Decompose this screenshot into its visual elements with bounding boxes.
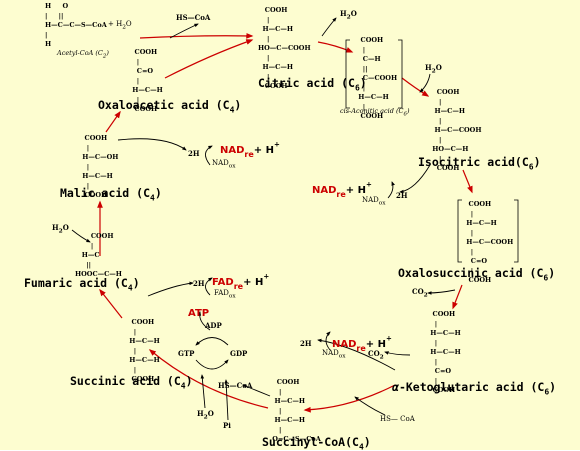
label-ketoglutaric-acid: α-Ketoglutaric acid (C6) (392, 380, 557, 397)
arrow-succinyl-hscoa (242, 384, 271, 397)
bracket-cis-left (345, 39, 350, 109)
arrow-oxalosuccinic-to-ketoglutaric (452, 284, 463, 310)
arrow-ketoglutaric-to-succinylcoa (303, 384, 396, 413)
gdp-label: GDP (230, 349, 248, 358)
hs-coa-keto: HS— CoA (380, 415, 415, 423)
arrow-acetyl-to-citric (139, 33, 254, 39)
arrow-pi-succ (224, 379, 229, 421)
arrow-gtp-gdp-cycle (195, 359, 229, 370)
structure-isocitric: COOH | H—C—H | H—C—COOH | HO—C—H | COOH (432, 88, 482, 172)
pi-succinyl: Pi (223, 421, 231, 430)
structure-ketoglutaric: COOH | H—C—H | H—C—H | C=O | COOH (430, 310, 461, 394)
fadox: FADox (214, 289, 236, 300)
arrow-nad-loop-2 (387, 181, 395, 199)
arrow-oxaloacetic-to-citric (164, 39, 254, 79)
structure-citric: COOH | H—C—H | HO—C—COOH | H—C—H | COOH (258, 6, 311, 90)
two-h-ketoglutaric: 2H (300, 339, 312, 348)
label-water-cis: H2O (425, 63, 442, 75)
water-fumaric: H2O (52, 223, 69, 235)
arrow-nad-loop-3 (325, 331, 331, 351)
atp-label: ATP (188, 308, 210, 319)
structure-cis-aconitic: COOH | C—H || C—COOH | H—C—H | COOH (358, 36, 398, 120)
arrow-succinic-to-fumaric (99, 288, 123, 319)
co2-oxalosuccinic: CO2 (412, 287, 428, 299)
nadre-ketoglutaric: NADre+ H+ (332, 334, 392, 354)
arrow-water-citric (321, 17, 337, 37)
arrow-water-cis (419, 73, 431, 93)
gtp-label: GTP (178, 349, 195, 358)
arrow-adp-atp (197, 311, 211, 331)
label-water-citric: H2O (340, 9, 357, 21)
label-succinyl-coa: Succinyl-CoA(C4) (262, 435, 371, 451)
fadre: FADre+ H+ (212, 272, 270, 292)
label-malic-acid: Malic acid (C4) (60, 186, 162, 203)
arrow-citric-to-cis (317, 41, 354, 53)
bracket-cis-right (398, 39, 403, 109)
structure-succinyl-coa: COOH | H—C—H | H—C—H | O=C—S—CoA (272, 378, 321, 443)
structure-fumaric: COOH | H—C || HOOC—C—H (75, 232, 122, 278)
hs-coa-succinyl: HS—CoA (218, 381, 253, 390)
co2-ketoglutaric: CO2 (368, 349, 384, 361)
label-succinic-acid: Succinic acid (C4) (70, 374, 193, 391)
arrow-cis-to-isocitric (401, 77, 430, 97)
nadox-isocitric: NADox (362, 196, 386, 207)
structure-oxalosuccinic: COOH | H—C—H | H—C—COOH | C=O | COOH (466, 200, 514, 284)
bracket-oxalo-right (514, 199, 519, 263)
nadre-isocitric: NADre+ H+ (312, 180, 372, 200)
label-cis-aconitic: cis-Aconitic acid (C6) (340, 107, 410, 118)
bracket-oxalo-left (457, 199, 462, 263)
arrow-co2-oxalo (427, 289, 456, 295)
arrow-nad-loop-1 (205, 145, 213, 166)
two-h-succinic: 2H (193, 279, 205, 288)
arrow-succinylcoa-to-succinic (148, 349, 269, 409)
two-h-isocitric: 2H (396, 191, 408, 200)
label-fumaric-acid: Fumaric acid (C4) (24, 276, 140, 293)
arrow-hscoa-in (354, 396, 386, 416)
arrow-keto-2h (317, 338, 396, 371)
structure-acetyl-coa: H O | || H—C—C—S—CoA | H (45, 2, 107, 48)
arrow-h2o-succ (200, 374, 206, 409)
two-h-malic: 2H (188, 149, 200, 158)
nadox-ketoglutaric: NADox (322, 349, 346, 360)
arrow-fad-loop (205, 277, 213, 296)
arrow-succinic-2h (147, 281, 194, 297)
water-succinyl: H2O (197, 409, 214, 421)
structure-succinic: COOH | H—C—H | H—C—H | COOH (129, 318, 160, 383)
arrow-isocitric-2h (399, 164, 431, 194)
nadox-malic: NADox (212, 159, 236, 170)
arrow-co2-keto (384, 351, 411, 356)
plus-water-acetyl: + H2O (108, 20, 132, 31)
arrow-malic-to-oxaloacetic (105, 110, 121, 133)
label-citric-acid: Citric acid (C6) (258, 76, 367, 93)
nadre-malic: NADre+ H+ (220, 140, 280, 160)
arrow-malic-2h (117, 138, 187, 151)
structure-oxaloacetic: COOH | C=O | H—C—H | COOH (132, 48, 163, 113)
arrow-isocitric-to-oxalosuccinic (462, 169, 473, 194)
label-oxalosuccinic-acid: Oxalosuccinic acid (C6) (398, 266, 556, 283)
arrow-gdp-gtp-cycle (195, 337, 229, 346)
arrow-water-fumaric (71, 229, 91, 243)
label-isocitric-acid: Isocitric acid(C6) (418, 155, 541, 172)
adp-label: ADP (205, 321, 222, 330)
structure-malic: COOH | H—C—OH | H—C—H | COOH (82, 134, 119, 199)
label-acetyl-coa: Acetyl-CoA (C2) (57, 49, 109, 60)
label-oxaloacetic-acid: Oxaloacetic acid (C4) (98, 98, 242, 115)
arrow-hscoa (169, 23, 199, 39)
label-hs-coa-top: HS—CoA (176, 13, 211, 22)
